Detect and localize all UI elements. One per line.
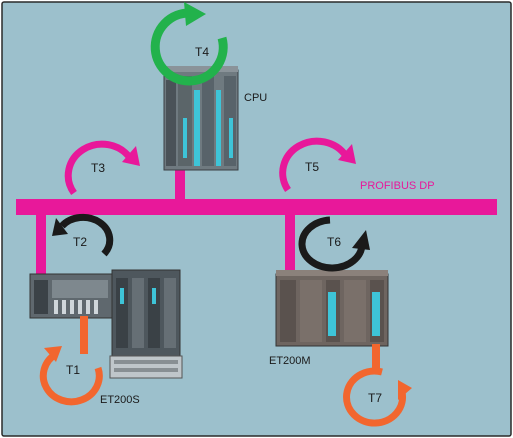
- t1-label: T1: [65, 363, 80, 377]
- et200m-io-line: [372, 344, 380, 370]
- t6-cycle-arrow: [298, 216, 370, 272]
- cpu-bus-drop: [175, 167, 185, 201]
- cpu-rack: [163, 66, 239, 171]
- et200m-station: [275, 270, 389, 347]
- t4-cycle-arrow: [150, 2, 228, 86]
- t1-cycle-arrow: [39, 346, 103, 406]
- et200s-station: [29, 269, 183, 379]
- t4-label: T4: [194, 45, 209, 59]
- t7-cycle-arrow: [343, 367, 412, 427]
- t3-label: T3: [90, 161, 105, 175]
- cpu-label: CPU: [244, 92, 268, 104]
- t5-cycle-arrow: [279, 137, 356, 192]
- t6-label: T6: [326, 235, 341, 249]
- t7-label: T7: [367, 391, 382, 405]
- profibus-dp-label: PROFIBUS DP: [360, 180, 435, 192]
- et200s-label: ET200S: [100, 394, 140, 406]
- et200s-io-line: [80, 316, 88, 354]
- t2-label: T2: [72, 235, 87, 249]
- et200s-bus-drop: [36, 212, 46, 278]
- et200m-label: ET200M: [269, 355, 311, 367]
- et200m-bus-drop: [285, 212, 295, 284]
- profibus-bus-line: [16, 199, 497, 215]
- t5-label: T5: [304, 160, 319, 174]
- t3-cycle-arrow: [64, 140, 140, 196]
- t2-cycle-arrow: [52, 213, 114, 257]
